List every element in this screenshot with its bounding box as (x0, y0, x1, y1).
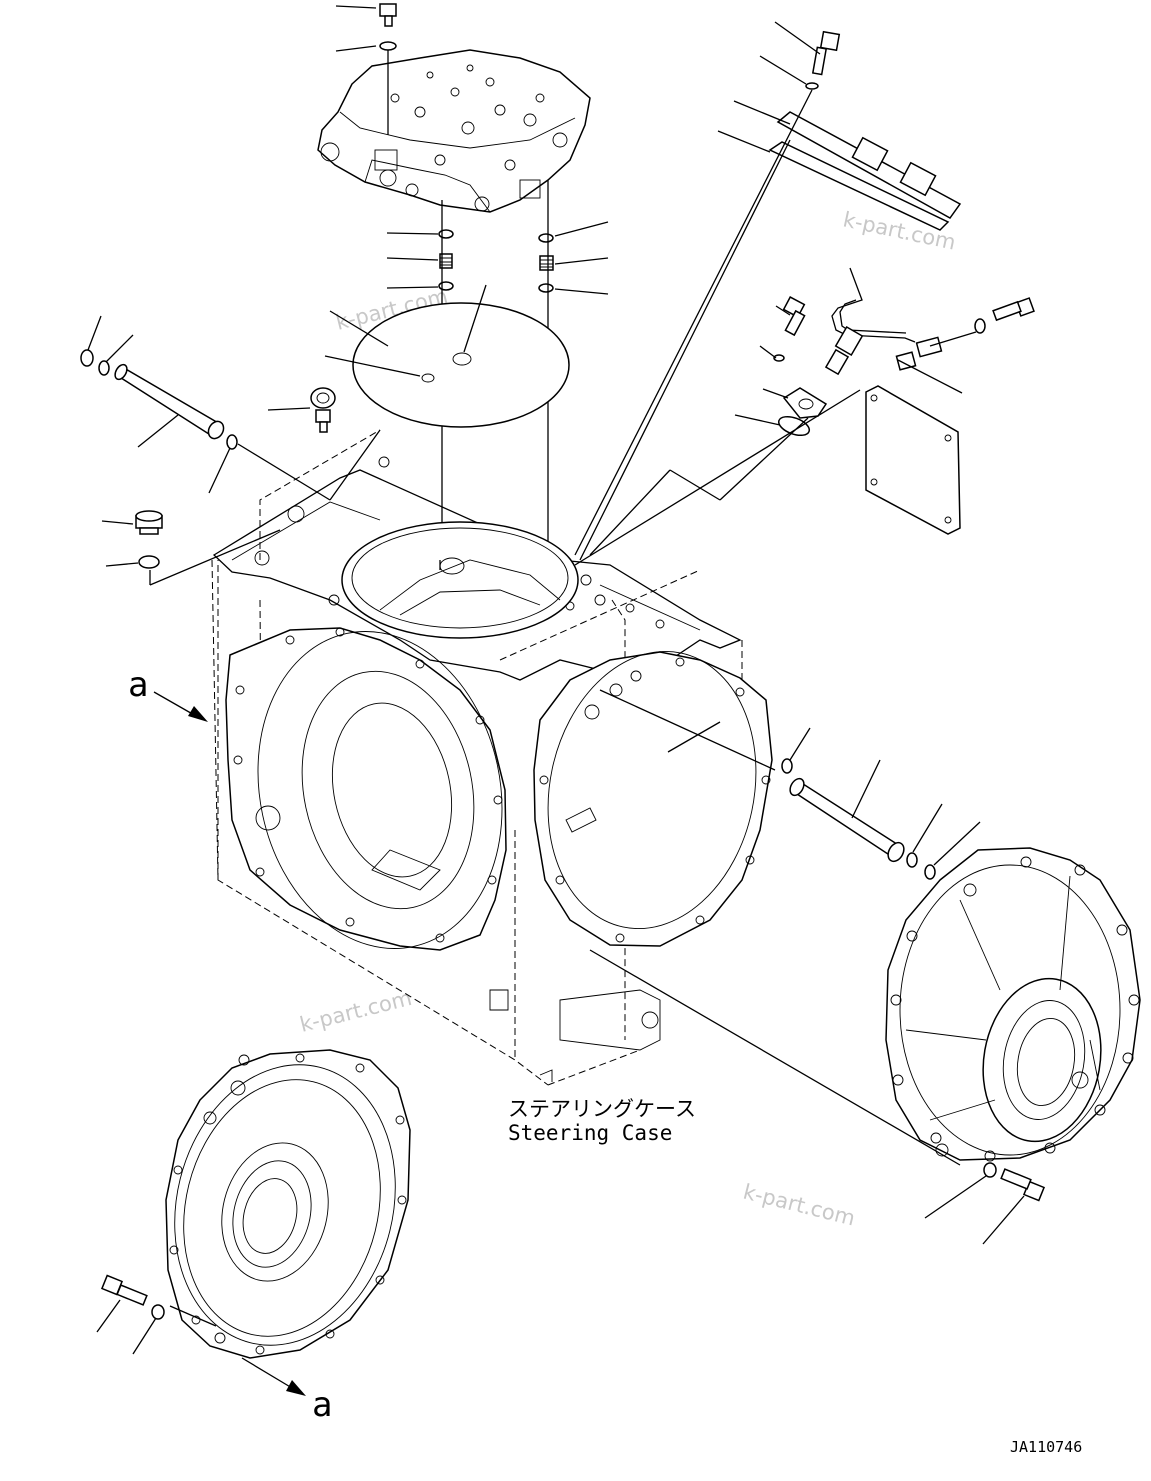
caption-japanese: ステアリングケース (508, 1097, 696, 1121)
sensor-washer (773, 354, 785, 362)
steering-case (211, 429, 773, 1086)
pressure-sensor (824, 325, 864, 376)
plug-o-ring (138, 555, 160, 569)
o-ring-d (781, 758, 793, 774)
o-ring-b (98, 360, 110, 376)
figure-code: JA110746 (1010, 1438, 1082, 1456)
cover-washer-right (983, 1162, 997, 1178)
view-marker-upper: a (128, 665, 148, 705)
sensor-bolt (782, 296, 806, 337)
sensor-flange (782, 387, 828, 419)
side-cover-left (165, 1049, 411, 1359)
tube-right (789, 777, 905, 863)
cover-washer (805, 82, 819, 90)
watermark-bottom-right: k-part.com (741, 1180, 858, 1231)
watermark-top-right: k-part.com (841, 207, 958, 254)
control-valve (317, 49, 591, 213)
o-ring-a (80, 349, 94, 367)
access-cover (865, 385, 961, 535)
cover-bolt-left (100, 1274, 148, 1306)
sensor-pipe (831, 267, 916, 343)
clip-washer (974, 318, 986, 334)
clip-bolt (992, 297, 1035, 322)
sensor-connector (895, 336, 943, 371)
o-ring-right-2 (538, 283, 554, 293)
cover-bolt (811, 30, 841, 76)
o-ring-c (226, 434, 238, 450)
cover-bolt-right (1000, 1168, 1046, 1202)
view-arrow-lower: a (241, 1357, 332, 1425)
side-cover-right (885, 847, 1141, 1162)
o-ring-e (906, 852, 918, 868)
strainer-right (539, 255, 554, 271)
valve-washer (379, 41, 397, 51)
o-ring-f (924, 864, 936, 880)
strainer-left (439, 253, 453, 269)
o-ring-right-1 (538, 233, 554, 243)
eye-bolt (310, 387, 336, 433)
tube-upper-left (114, 363, 225, 440)
view-marker-lower: a (312, 1385, 332, 1425)
cover-washer-left (151, 1304, 165, 1320)
o-ring-left-1 (438, 229, 454, 239)
cover-plate (768, 111, 962, 231)
plug-left (135, 510, 163, 535)
watermark-middle: k-part.com (297, 986, 414, 1037)
view-arrow-upper: a (128, 665, 208, 722)
caption-english: Steering Case (508, 1121, 672, 1145)
valve-bolt (379, 3, 397, 27)
o-ring-left-2 (438, 281, 454, 291)
